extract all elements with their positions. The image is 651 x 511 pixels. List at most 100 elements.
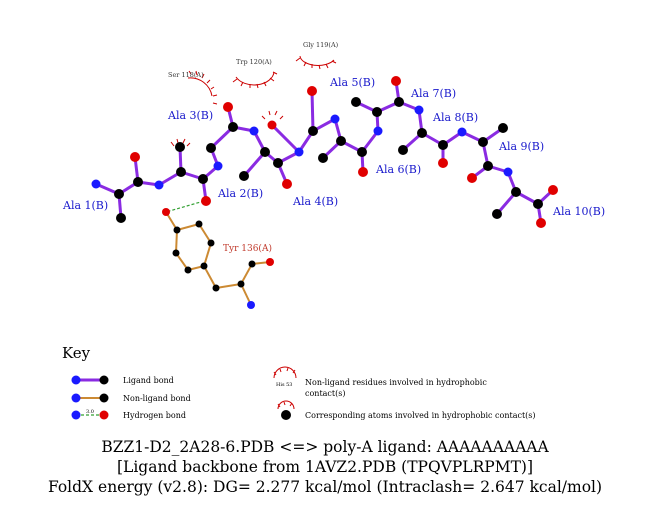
nitrogen-atom <box>91 179 101 189</box>
label-ala6: Ala 6(B) <box>375 163 421 176</box>
oxygen-atom <box>467 173 477 183</box>
oxygen-atom <box>536 218 546 228</box>
carbon-atom <box>207 239 215 247</box>
nitrogen-atom <box>330 114 340 124</box>
nitrogen-atom <box>247 301 255 309</box>
nitrogen-atom <box>249 126 259 136</box>
carbon-atom <box>372 107 382 117</box>
key-legend: Key Ligand bond Non-ligand bond 3.0 Hydr… <box>62 344 536 420</box>
key-nonligand-bond-sample <box>71 393 109 403</box>
key-title: Key <box>62 344 91 362</box>
carbon-atom <box>336 136 346 146</box>
carbon-atom <box>398 145 408 155</box>
carbon-atom <box>184 266 192 274</box>
nitrogen-atom <box>294 147 304 157</box>
label-trp120: Trp 120(A) <box>236 58 272 66</box>
oxygen-atom <box>201 196 211 206</box>
key-hydrogen-bond-label: Hydrogen bond <box>123 411 186 420</box>
carbon-atom <box>116 213 126 223</box>
key-nonligand-residues-line2: contact(s) <box>305 389 345 398</box>
oxygen-atom <box>162 208 170 216</box>
nitrogen-atom <box>414 105 424 115</box>
key-hydrophobic-atom-sample <box>277 400 295 420</box>
nitrogen-atom <box>503 167 513 177</box>
carbon-atom <box>172 249 180 257</box>
key-corresponding-atoms-label: Corresponding atoms involved in hydropho… <box>305 411 536 420</box>
label-ala8: Ala 8(B) <box>432 111 478 124</box>
carbon-atom <box>237 280 245 288</box>
nitrogen-atom <box>213 161 223 171</box>
label-ala3: Ala 3(B) <box>167 109 213 122</box>
carbon-atom <box>417 128 427 138</box>
carbon-atom <box>260 147 270 157</box>
key-hydrogen-bond-sample: 3.0 <box>71 409 109 420</box>
oxygen-atom <box>267 120 277 130</box>
carbon-atom <box>511 187 521 197</box>
label-ser118: Ser 118(A) <box>168 71 204 79</box>
caption-line2: [Ligand backbone from 1AVZ2.PDB (TPQVPLR… <box>117 458 533 476</box>
carbon-atom <box>173 226 181 234</box>
key-nonligand-residues-line1: Non-ligand residues involved in hydropho… <box>305 378 487 387</box>
oxygen-atom <box>307 86 317 96</box>
carbon-atom <box>273 158 283 168</box>
carbon-atom <box>248 260 256 268</box>
caption-line3: FoldX energy (v2.8): DG= 2.277 kcal/mol … <box>48 478 602 496</box>
carbon-atom <box>492 209 502 219</box>
key-example-residue: His 53 <box>276 382 292 388</box>
label-gly119: Gly 119(A) <box>303 41 339 49</box>
carbon-atom <box>318 153 328 163</box>
ligand-labels: Ala 1(B) Ala 2(B) Ala 3(B) Ala 4(B) Ala … <box>62 76 605 218</box>
oxygen-atom <box>266 258 274 266</box>
label-tyr136: Tyr 136(A) <box>223 243 272 254</box>
hydrogen-bond <box>165 200 205 213</box>
tyr136-bonds <box>165 211 271 306</box>
carbon-atom <box>195 220 203 228</box>
key-hydrophobic-residue-sample: His 53 <box>273 366 297 388</box>
caption-line1: BZZ1-D2_2A28-6.PDB <=> poly-A ligand: AA… <box>101 438 549 456</box>
key-ligand-bond-sample <box>71 375 109 385</box>
carbon-atom <box>228 122 238 132</box>
carbon-atom <box>239 171 249 181</box>
trp120-hydrophobic-arc <box>232 71 278 89</box>
ser118-hydrophobic-arc <box>187 70 218 105</box>
carbon-atom <box>114 189 124 199</box>
carbon-atom <box>212 284 220 292</box>
carbon-atom <box>394 97 404 107</box>
label-ala4: Ala 4(B) <box>292 195 338 208</box>
oxygen-atom <box>438 158 448 168</box>
oxygen-atom <box>391 76 401 86</box>
hydrophobic-contacts <box>170 55 337 147</box>
label-ala1: Ala 1(B) <box>62 199 108 212</box>
carbon-atom <box>206 143 216 153</box>
label-ala10: Ala 10(B) <box>552 205 605 218</box>
nitrogen-atom <box>457 127 467 137</box>
nitrogen-atom <box>373 126 383 136</box>
carbon-atom <box>133 177 143 187</box>
key-hbond-length: 3.0 <box>86 409 94 415</box>
carbon-atom <box>483 161 493 171</box>
atom-hydrophobic-marks <box>170 110 284 147</box>
carbon-atom <box>198 174 208 184</box>
label-ala9: Ala 9(B) <box>498 140 544 153</box>
oxygen-atom <box>358 167 368 177</box>
oxygen-atom <box>282 179 292 189</box>
label-ala2: Ala 2(B) <box>217 187 263 200</box>
gly119-hydrophobic-arc <box>295 55 337 70</box>
oxygen-atom <box>548 185 558 195</box>
carbon-atom <box>176 167 186 177</box>
carbon-atom <box>498 123 508 133</box>
carbon-atom <box>438 140 448 150</box>
carbon-atom <box>478 137 488 147</box>
oxygen-atom <box>223 102 233 112</box>
carbon-atom <box>308 126 318 136</box>
atoms <box>91 76 558 309</box>
carbon-atom <box>200 262 208 270</box>
key-nonligand-bond-label: Non-ligand bond <box>123 394 191 403</box>
key-ligand-bond-label: Ligand bond <box>123 376 174 385</box>
label-ala5: Ala 5(B) <box>329 76 375 89</box>
carbon-atom <box>175 142 185 152</box>
carbon-atom <box>351 97 361 107</box>
carbon-atom <box>533 199 543 209</box>
